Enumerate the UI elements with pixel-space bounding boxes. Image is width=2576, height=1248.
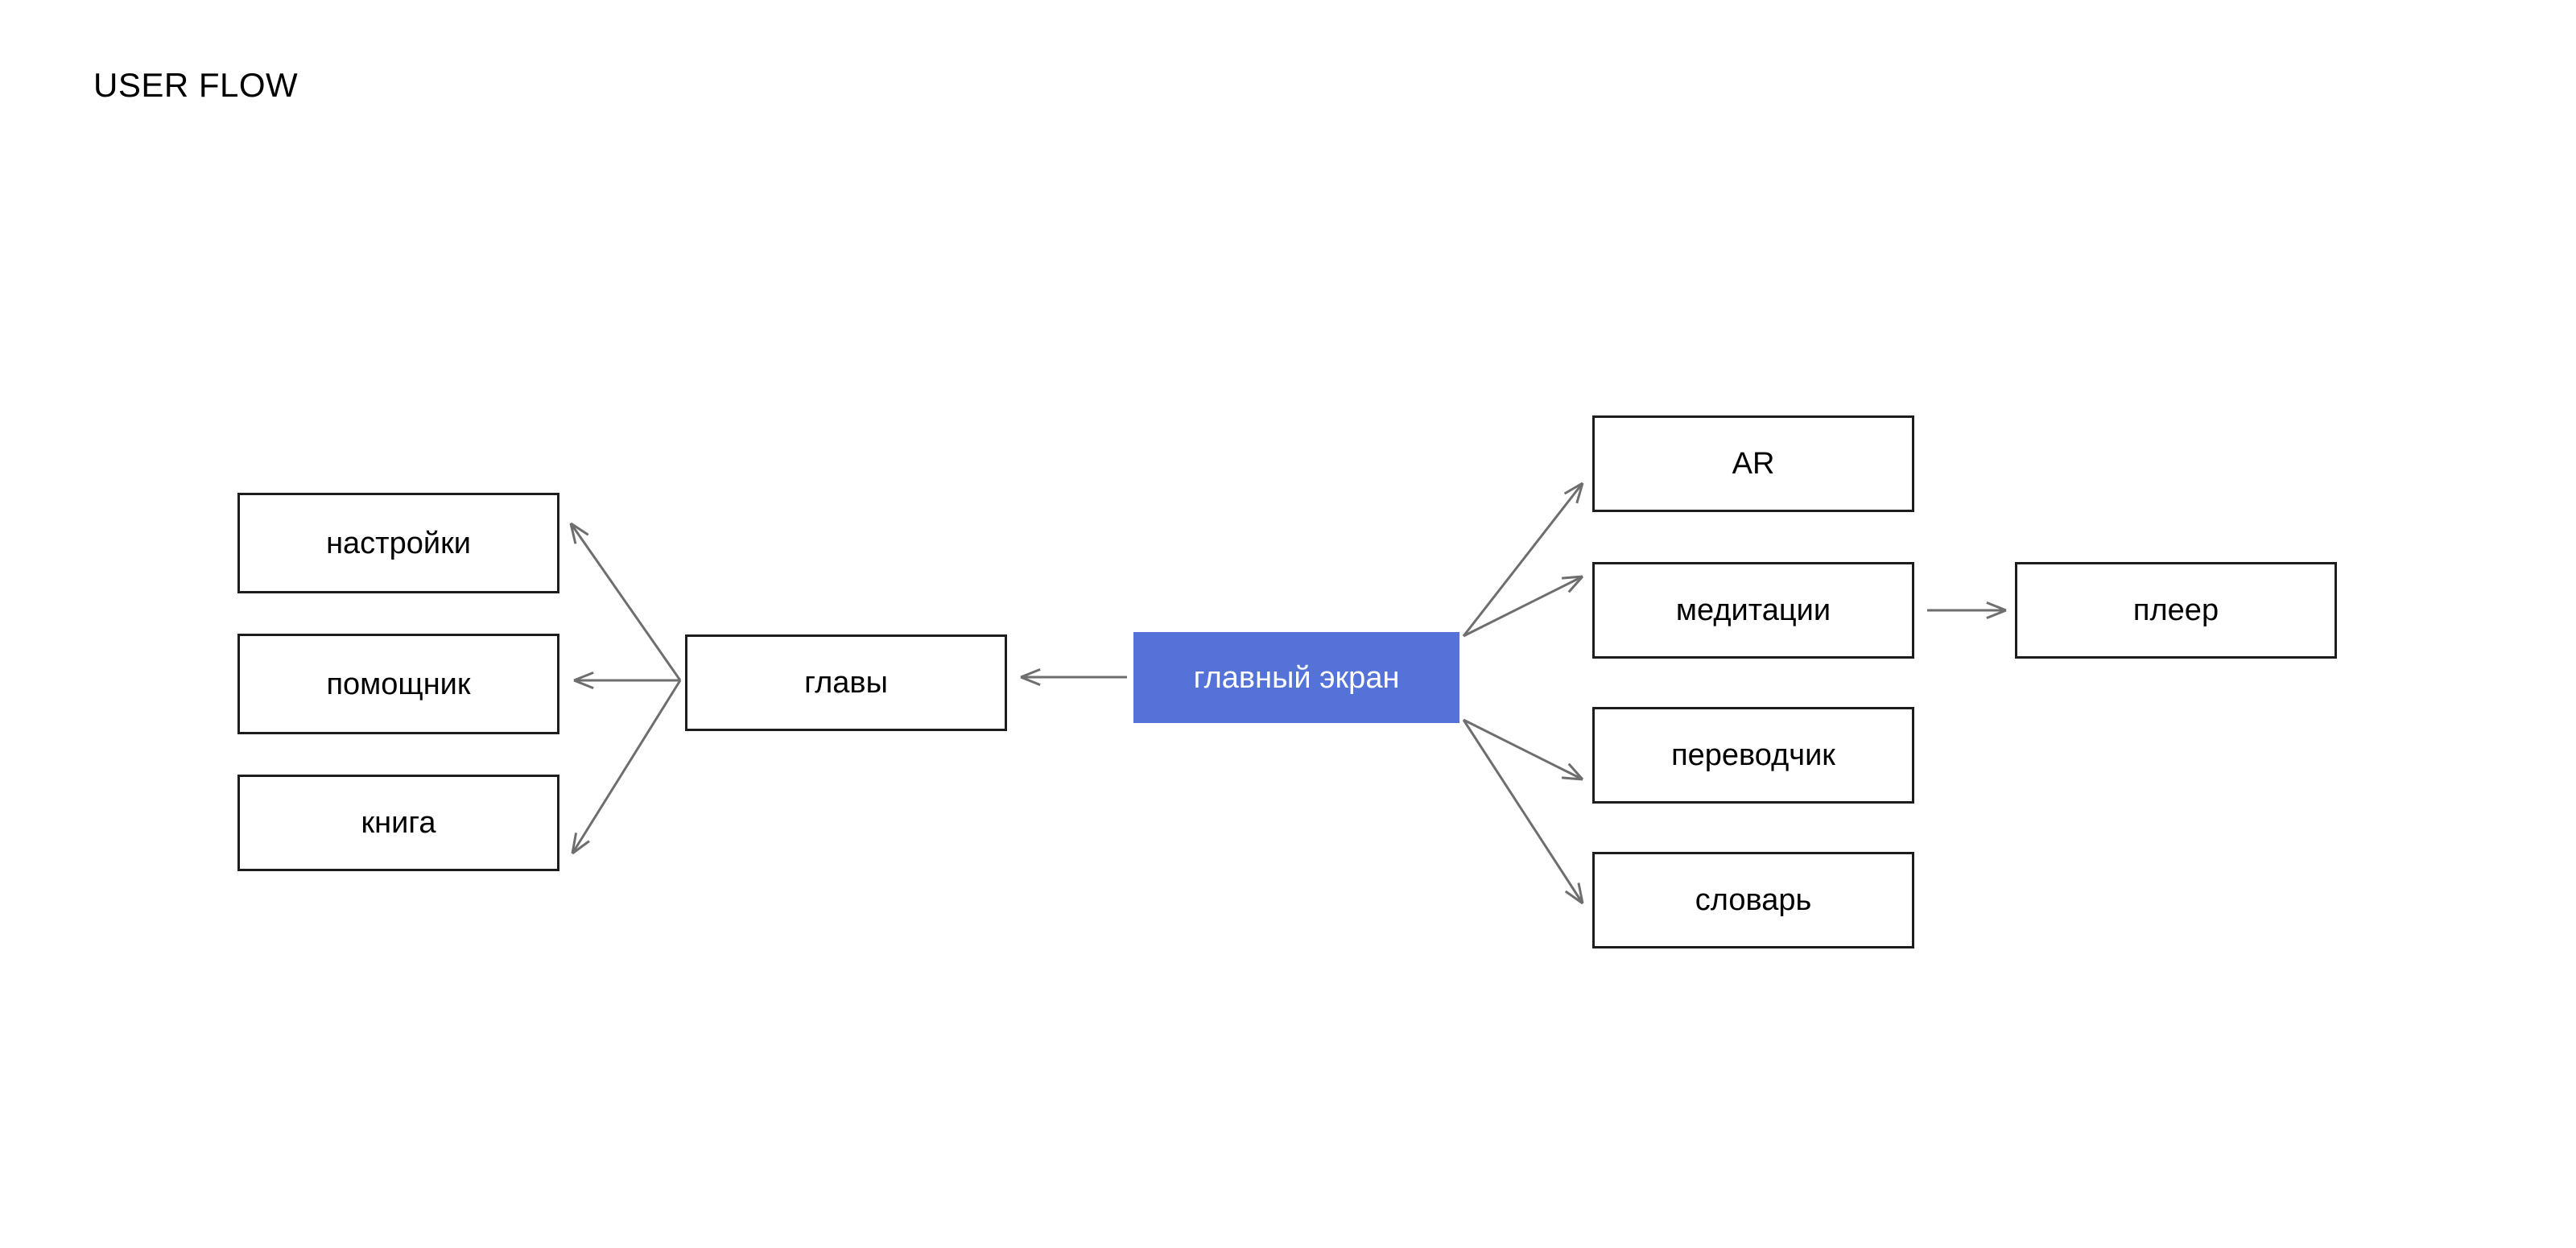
node-label: помощник — [326, 667, 471, 701]
edge-line — [569, 523, 682, 681]
arrowhead-barb-1 — [1020, 676, 1041, 687]
edge-glavnyekran-ar — [1462, 481, 1584, 637]
node-label: медитации — [1675, 593, 1831, 627]
arrowhead-barb-1 — [1577, 882, 1584, 904]
node-label: настройки — [326, 526, 471, 560]
arrowhead-barb-1 — [572, 840, 590, 855]
node-glavy[interactable]: главы — [685, 634, 1007, 731]
arrowhead-barb-0 — [1986, 609, 2007, 620]
edge-line — [1463, 718, 1583, 781]
arrowhead-barb-1 — [1563, 481, 1583, 495]
arrowhead-barb-1 — [573, 679, 594, 690]
node-meditacii[interactable]: медитации — [1592, 562, 1914, 659]
arrowhead-barb-0 — [1564, 890, 1583, 905]
node-pleer[interactable]: плеер — [2015, 562, 2337, 659]
edge-glavy-pomoshchnik — [573, 671, 680, 690]
edge-line — [1463, 575, 1583, 638]
arrowhead-barb-1 — [1986, 601, 2007, 612]
node-label: переводчик — [1671, 738, 1835, 772]
edge-line — [571, 680, 682, 854]
node-kniga[interactable]: книга — [237, 775, 559, 871]
node-label: главы — [804, 666, 888, 700]
edge-line — [1462, 482, 1584, 637]
arrowhead-barb-0 — [571, 833, 578, 854]
edge-glavnyekran-glavy — [1020, 667, 1127, 687]
node-perevodchik[interactable]: переводчик — [1592, 707, 1914, 804]
arrowhead-barb-0 — [1020, 667, 1041, 679]
node-label: AR — [1732, 447, 1775, 481]
arrowhead-barb-1 — [1561, 575, 1583, 580]
node-slovar[interactable]: словарь — [1592, 852, 1914, 948]
node-pomoshchnik[interactable]: помощник — [237, 634, 559, 734]
edge-glavy-kniga — [571, 680, 682, 855]
arrowhead-barb-0 — [1567, 576, 1584, 593]
edge-glavy-nastroyki — [569, 522, 682, 681]
node-ar[interactable]: AR — [1592, 415, 1914, 512]
arrowhead-barb-0 — [570, 522, 589, 536]
edge-line — [1462, 719, 1584, 904]
edge-meditacii-pleer — [1927, 601, 2007, 620]
node-nastroyki[interactable]: настройки — [237, 493, 559, 593]
edge-glavnyekran-slovar — [1462, 719, 1584, 905]
node-label: плеер — [2132, 593, 2219, 627]
edge-glavnyekran-perevodchik — [1463, 718, 1584, 781]
arrowhead-barb-1 — [569, 523, 577, 544]
node-label: книга — [361, 806, 436, 840]
node-glavnyekran[interactable]: главный экран — [1133, 632, 1459, 723]
arrowhead-barb-0 — [1575, 482, 1584, 504]
arrowhead-barb-0 — [1561, 776, 1583, 781]
arrowhead-barb-1 — [1567, 762, 1584, 780]
page-title: USER FLOW — [93, 66, 299, 104]
edge-glavnyekran-meditacii — [1463, 575, 1584, 638]
node-label: словарь — [1695, 883, 1812, 917]
node-label: главный экран — [1193, 660, 1400, 695]
arrowhead-barb-0 — [573, 671, 594, 682]
